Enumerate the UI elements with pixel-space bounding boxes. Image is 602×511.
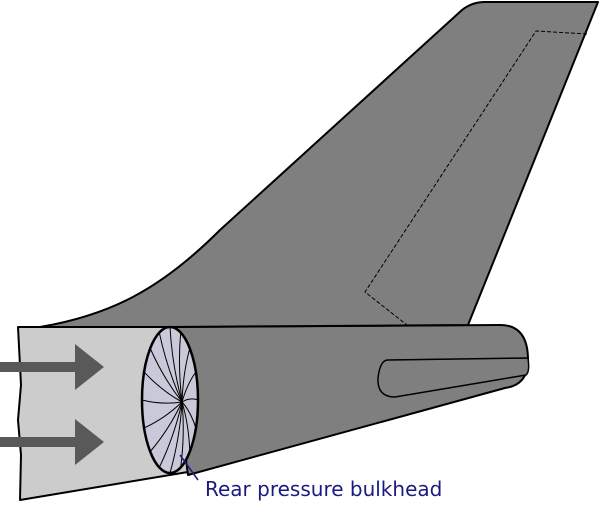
rear-pressure-bulkhead — [140, 325, 200, 475]
bulkhead-label: Rear pressure bulkhead — [205, 477, 442, 501]
lower-airflow-arrow — [0, 419, 104, 465]
bulkhead-stiffener — [181, 401, 191, 452]
bulkhead-stiffener — [158, 332, 183, 403]
bulkhead-stiffener — [180, 401, 184, 468]
rudder-outline — [364, 30, 588, 326]
bulkhead-stiffener — [141, 399, 183, 404]
label-leader-line — [179, 454, 199, 481]
bulkhead-stiffener — [169, 401, 183, 474]
bulkhead-stiffener — [149, 401, 183, 452]
bulkhead-stiffener — [178, 332, 183, 403]
vertical-stabilizer — [39, 1, 599, 328]
bulkhead-stiffener — [181, 371, 197, 403]
bulkhead-stiffener — [149, 348, 183, 403]
bulkhead-stiffener — [143, 401, 183, 429]
apu-exhaust-fairing — [377, 357, 530, 398]
bulkhead-stiffener — [169, 326, 183, 403]
airflow-arrows — [0, 344, 104, 465]
bulkhead-stiffener — [181, 348, 191, 403]
bulkhead-stiffeners — [141, 326, 199, 474]
tail-cone — [167, 324, 529, 476]
upper-airflow-arrow — [0, 344, 104, 390]
apu-fairing-dashed — [387, 357, 529, 361]
bulkhead-stiffener — [181, 398, 199, 403]
bulkhead-stiffener — [181, 401, 197, 429]
bulkhead-stiffener — [158, 401, 183, 468]
bulkhead-stiffener — [143, 371, 183, 403]
